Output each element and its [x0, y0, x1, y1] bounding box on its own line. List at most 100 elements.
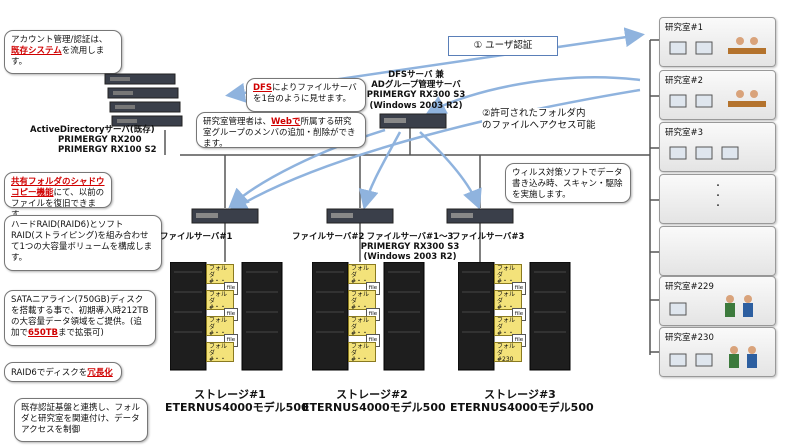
auth-base-callout: 既存認証基盤と連携し、フォルダと研究室を関連付け、データアクセスを制御	[14, 398, 148, 442]
lab-230: 研究室#230	[659, 327, 776, 377]
lab-2: 研究室#2	[659, 70, 776, 120]
admin-callout-text-end: 所属する研究室グループのメンバの追加・削除ができます。	[203, 117, 356, 150]
storage-3-model: ETERNUS4000モデル500	[450, 401, 594, 415]
dfs-server-line2: ADグループ管理サーバ	[371, 80, 461, 91]
file-server-2-icon	[326, 208, 394, 224]
virus-callout: ウィルス対策ソフトでデータ書き込み時、スキャン・駆除を実施します。	[505, 163, 631, 203]
folder-label: フォルダ	[209, 343, 228, 357]
shadow-copy-highlight: 共有フォルダのシャドウコピー機能	[11, 177, 105, 199]
folder-label: フォルダ	[497, 343, 516, 357]
lab-empty-1: ・ ・ ・	[659, 174, 776, 224]
file-server-1-label: ファイルサーバ#1	[160, 232, 233, 242]
dfs-callout-text: によりファイルサーバを1台のように見せます。	[253, 83, 357, 105]
storage-rack-icon	[169, 261, 283, 371]
lab-ellipsis: ・ ・ ・	[714, 181, 722, 210]
sata-callout: SATAニアライン(750GB)ディスクを搭載する事で、初期導入時212TBの大…	[4, 290, 156, 346]
file-server-group-label: ファイルサーバ#1～3 PRIMERGY RX300 S3 (Windows 2…	[360, 232, 460, 263]
file-server-3-icon	[446, 208, 514, 224]
ad-server-line1: ActiveDirectoryサーバ(既存)	[30, 125, 155, 135]
dfs-server-line1: DFSサーバ 兼	[388, 70, 444, 80]
shadow-copy-callout: 共有フォルダのシャドウコピー機能にて、以前のファイルを復旧できます。	[4, 172, 112, 220]
folder-label: フォルダ	[351, 291, 370, 305]
raid-callout: ハードRAID(RAID6)とソフトRAID(ストライピング)を組み合わせて1つ…	[4, 215, 162, 271]
storage-3-title: ストレージ#3 ETERNUS4000モデル500	[450, 388, 594, 415]
auth-base-callout-text: 既存認証基盤と連携し、フォルダと研究室を関連付け、データアクセスを制御	[21, 403, 141, 436]
lab-empty-2	[659, 226, 776, 276]
user-auth-box: ① ユーザ認証	[448, 36, 558, 56]
admin-callout-highlight: Webで	[271, 117, 301, 127]
storage-rack-icon	[311, 261, 425, 371]
storage-1-title: ストレージ#1 ETERNUS4000モデル500	[165, 388, 309, 415]
folder-label: フォルダ	[209, 265, 228, 279]
lab-3: 研究室#3	[659, 122, 776, 172]
folder-number: #・・	[351, 330, 369, 338]
file-server-group-line1: ファイルサーバ#1～3	[366, 232, 454, 242]
sata-callout-highlight: 650TB	[28, 328, 59, 339]
folder-number: #・・	[209, 330, 227, 338]
folder-label: フォルダ	[497, 291, 516, 305]
sata-callout-text-end: まで拡張可)	[58, 328, 104, 339]
folder-number: #・・	[351, 356, 369, 364]
folder-number: #230	[497, 356, 514, 364]
folder-label: フォルダ	[497, 265, 516, 279]
account-callout: アカウント管理/認証は、既存システムを流用します。	[4, 30, 122, 74]
people-icon	[669, 295, 753, 317]
dfs-callout-highlight: DFS	[253, 83, 272, 93]
folder-label: フォルダ	[209, 291, 228, 305]
raid-callout-text: ハードRAID(RAID6)とソフトRAID(ストライピング)を組み合わせて1つ…	[11, 220, 153, 264]
sata-callout-text: SATAニアライン(750GB)ディスクを搭載する事で、初期導入時212TBの大…	[11, 295, 149, 339]
folder-number: #・・	[351, 304, 369, 312]
access-label-line2: のファイルへアクセス可能	[482, 120, 596, 132]
storage-2-title: ストレージ#2 ETERNUS4000モデル500	[302, 388, 446, 415]
dfs-server-label: DFSサーバ 兼 ADグループ管理サーバ PRIMERGY RX300 S3 (…	[366, 70, 466, 111]
storage-rack-icon	[457, 261, 571, 371]
lab-1: 研究室#1	[659, 17, 776, 67]
folder-number: #・・	[497, 330, 515, 338]
file-server-group-line3: (Windows 2003 R2)	[363, 252, 457, 263]
folder-number: #・・	[497, 304, 515, 312]
lab-3-name: 研究室#3	[665, 128, 704, 138]
folder-label: フォルダ	[497, 317, 516, 331]
storage-1: フォルダ#・・ file フォルダ#・・ file フォルダ#・・ file フ…	[169, 261, 285, 372]
storage-3: フォルダ#・・ file フォルダ#・・ file フォルダ#・・ file フ…	[457, 261, 573, 372]
account-callout-text-end: を流用します。	[11, 46, 105, 68]
lab-1-name: 研究室#1	[665, 23, 704, 33]
folder-label: フォルダ	[209, 317, 228, 331]
folder-label: フォルダ	[351, 317, 370, 331]
lab-230-name: 研究室#230	[665, 333, 714, 343]
user-auth-label: ① ユーザ認証	[473, 40, 533, 51]
raid6-callout-text: RAID6でディスクを	[11, 368, 88, 378]
folder-number: #・・	[497, 278, 515, 286]
storage-2-model: ETERNUS4000モデル500	[302, 401, 446, 415]
folder-number: #・・	[209, 356, 227, 364]
lab-2-name: 研究室#2	[665, 76, 704, 86]
file-server-2-label: ファイルサーバ#2	[292, 232, 365, 242]
storage-1-model: ETERNUS4000モデル500	[165, 401, 309, 415]
folder-number: #・・	[209, 278, 227, 286]
file-server-3-label: ファイルサーバ#3	[452, 232, 525, 242]
folder-number: #・・	[351, 278, 369, 286]
storage-2: フォルダ#・・ file フォルダ#・・ file フォルダ#・・ file フ…	[311, 261, 427, 372]
admin-callout-text: 研究室管理者は、	[203, 117, 272, 127]
people-icon	[669, 346, 757, 368]
computer-desk-icon	[669, 37, 766, 55]
virus-callout-text: ウィルス対策ソフトでデータ書き込み時、スキャン・駆除を実施します。	[512, 168, 623, 201]
storage-2-name: ストレージ#2	[336, 388, 408, 401]
computer-desk-icon	[669, 90, 766, 108]
rack-server-icon	[104, 73, 183, 127]
file-server-group-line2: PRIMERGY RX300 S3	[360, 242, 460, 253]
account-callout-text: アカウント管理/認証は、	[11, 35, 108, 45]
access-label: ②許可されたフォルダ内 のファイルへアクセス可能	[482, 108, 596, 133]
dfs-callout: DFSによりファイルサーバを1台のように見せます。	[246, 78, 366, 112]
access-label-line1: ②許可されたフォルダ内	[482, 108, 586, 119]
computer-icon	[669, 146, 739, 160]
dfs-server-line4: (Windows 2003 R2)	[369, 100, 463, 111]
admin-callout: 研究室管理者は、Webで所属する研究室グループのメンバの追加・削除ができます。	[196, 112, 366, 150]
lab-229: 研究室#229	[659, 276, 776, 326]
dfs-server-line3: PRIMERGY RX300 S3	[366, 90, 466, 101]
folder-number: #・・	[209, 304, 227, 312]
folder-label: フォルダ	[351, 343, 370, 357]
ad-server-stack	[100, 70, 185, 130]
storage-3-name: ストレージ#3	[484, 388, 556, 401]
